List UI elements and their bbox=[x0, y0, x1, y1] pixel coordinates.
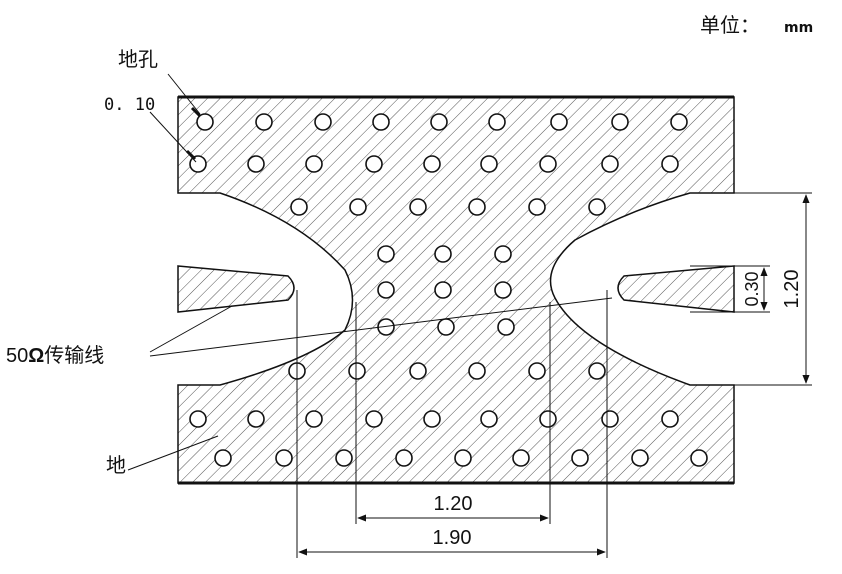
via-hole bbox=[335, 449, 353, 467]
via-diameter-tick-2 bbox=[185, 149, 197, 161]
line-leader-right bbox=[149, 297, 613, 357]
via-hole bbox=[423, 410, 441, 428]
via-hole bbox=[588, 362, 606, 380]
via-hole bbox=[528, 198, 546, 216]
via-hole bbox=[494, 245, 512, 263]
via-hole bbox=[290, 198, 308, 216]
via-hole bbox=[423, 155, 441, 173]
via-hole bbox=[189, 410, 207, 428]
line-name: 传输线 bbox=[44, 343, 104, 367]
via-leader bbox=[167, 73, 201, 115]
via-hole bbox=[631, 449, 649, 467]
via-hole bbox=[196, 113, 214, 131]
via-array bbox=[189, 113, 708, 467]
via-hole bbox=[275, 449, 293, 467]
line-ohm-value: 50 bbox=[6, 345, 28, 367]
via-hole bbox=[588, 198, 606, 216]
via-hole bbox=[512, 449, 530, 467]
via-hole bbox=[497, 318, 515, 336]
via-hole bbox=[247, 410, 265, 428]
ground-leader bbox=[127, 435, 219, 471]
via-hole bbox=[349, 198, 367, 216]
via-hole bbox=[395, 449, 413, 467]
via-hole bbox=[454, 449, 472, 467]
omega-symbol: Ω bbox=[28, 345, 44, 367]
via-hole bbox=[372, 113, 390, 131]
gap-height-dimension: 1.20 bbox=[781, 270, 803, 309]
via-hole bbox=[539, 410, 557, 428]
via-hole bbox=[247, 155, 265, 173]
right-transmission-line bbox=[617, 265, 735, 313]
via-hole bbox=[601, 155, 619, 173]
via-hole bbox=[528, 362, 546, 380]
via-hole bbox=[305, 410, 323, 428]
via-hole bbox=[571, 449, 589, 467]
via-hole bbox=[409, 362, 427, 380]
via-hole bbox=[601, 410, 619, 428]
via-hole bbox=[365, 155, 383, 173]
outer-gap-dimension: 1.90 bbox=[433, 527, 472, 549]
via-hole bbox=[434, 281, 452, 299]
via-hole bbox=[430, 113, 448, 131]
inner-gap-dimension: 1.20 bbox=[434, 493, 473, 515]
via-hole bbox=[611, 113, 629, 131]
via-hole bbox=[348, 362, 366, 380]
via-hole bbox=[480, 155, 498, 173]
via-hole bbox=[661, 155, 679, 173]
via-hole bbox=[437, 318, 455, 336]
via-hole bbox=[468, 198, 486, 216]
via-hole bbox=[670, 113, 688, 131]
via-diameter-label: 0. 10 bbox=[104, 95, 155, 115]
via-label: 地孔 bbox=[118, 47, 158, 71]
via-hole bbox=[488, 113, 506, 131]
left-transmission-line bbox=[177, 265, 295, 313]
via-hole bbox=[377, 245, 395, 263]
via-hole bbox=[214, 449, 232, 467]
via-diameter-tick-1 bbox=[190, 106, 202, 118]
via-hole bbox=[434, 245, 452, 263]
via-hole bbox=[690, 449, 708, 467]
unit-value: mm bbox=[784, 20, 813, 36]
line-label: 50Ω传输线 bbox=[6, 343, 104, 367]
via-hole bbox=[661, 410, 679, 428]
via-hole bbox=[314, 113, 332, 131]
line-leader-left bbox=[149, 305, 233, 353]
ground-label: 地 bbox=[106, 453, 126, 477]
via-hole bbox=[550, 113, 568, 131]
via-hole bbox=[365, 410, 383, 428]
via-hole bbox=[305, 155, 323, 173]
via-hole bbox=[480, 410, 498, 428]
unit-label: 单位： bbox=[700, 13, 760, 37]
via-hole bbox=[377, 281, 395, 299]
via-hole bbox=[494, 281, 512, 299]
via-hole bbox=[255, 113, 273, 131]
line-width-dimension: 0.30 bbox=[742, 271, 762, 306]
via-hole bbox=[539, 155, 557, 173]
via-hole bbox=[409, 198, 427, 216]
via-hole bbox=[468, 362, 486, 380]
